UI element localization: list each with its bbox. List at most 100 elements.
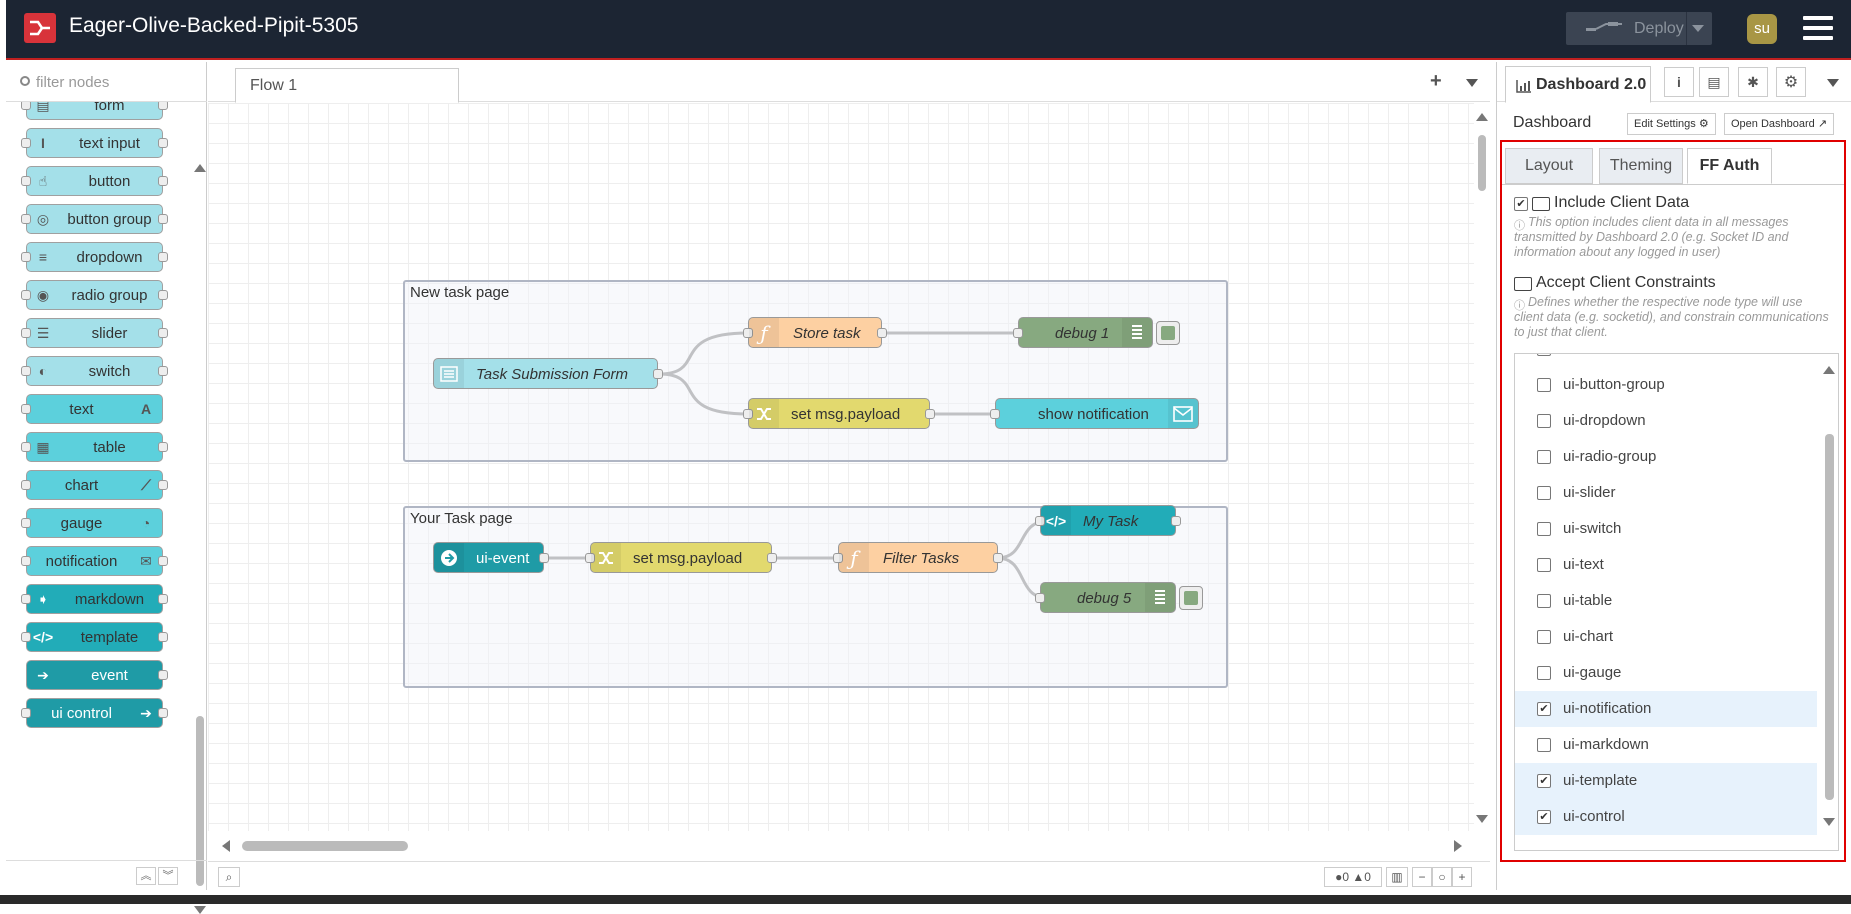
add-flow-icon[interactable]: +	[1430, 70, 1442, 92]
flow-canvas[interactable]: New task page Your Task page Task Submis…	[208, 103, 1474, 831]
deploy-dropdown-chevron-icon[interactable]	[1692, 25, 1704, 32]
expand-all-icon[interactable]: ︾	[158, 867, 178, 885]
palette-node-slider[interactable]: ☰slider	[21, 318, 168, 348]
node-set-msg-payload-1[interactable]: set msg.payload	[743, 398, 935, 429]
input-port[interactable]	[743, 409, 753, 419]
canvas-horizontal-scrollbar[interactable]	[208, 831, 1474, 861]
ui-template-checkbox[interactable]: ✔	[1537, 774, 1551, 788]
tab-layout[interactable]: Layout	[1505, 148, 1593, 184]
output-port[interactable]	[158, 290, 168, 300]
palette-node-switch[interactable]: ◐switch	[21, 356, 168, 386]
list-item[interactable]: ✔ui-control	[1515, 799, 1817, 835]
output-port[interactable]	[158, 708, 168, 718]
output-port[interactable]	[925, 409, 935, 419]
debug-toggle-button[interactable]	[1156, 321, 1180, 345]
tab-dashboard[interactable]: Dashboard 2.0	[1505, 66, 1651, 103]
output-port[interactable]	[158, 632, 168, 642]
input-port[interactable]	[21, 594, 31, 604]
gear-icon[interactable]: ⚙	[1776, 67, 1806, 97]
input-port[interactable]	[21, 632, 31, 642]
output-port[interactable]	[1171, 516, 1181, 526]
scroll-right-icon[interactable]	[1454, 840, 1462, 852]
output-port[interactable]	[158, 442, 168, 452]
ui-switch-checkbox[interactable]	[1537, 522, 1551, 536]
palette-node-button-group[interactable]: ◎button group	[21, 204, 168, 234]
ui-text-checkbox[interactable]	[1537, 558, 1551, 572]
output-port[interactable]	[993, 553, 1003, 563]
output-port[interactable]	[767, 553, 777, 563]
input-port[interactable]	[21, 442, 31, 452]
constraint-list-scroll-thumb[interactable]	[1825, 434, 1834, 800]
palette-node-template[interactable]: </>template	[21, 622, 168, 652]
input-port[interactable]	[990, 409, 1000, 419]
list-item[interactable]: ui-button-group	[1515, 367, 1817, 403]
hamburger-menu-icon[interactable]	[1803, 16, 1833, 40]
tab-ff-auth[interactable]: FF Auth	[1687, 148, 1772, 184]
list-item[interactable]: ui-table	[1515, 583, 1817, 619]
palette-node-chart[interactable]: ⟋chart	[21, 470, 168, 500]
node-my-task[interactable]: </> My Task	[1035, 505, 1181, 536]
palette-search-input[interactable]: filter nodes	[36, 74, 110, 91]
output-port[interactable]	[158, 138, 168, 148]
ui-radio-group-checkbox[interactable]	[1537, 450, 1551, 464]
scroll-up-icon[interactable]	[1823, 366, 1835, 374]
output-port[interactable]	[158, 480, 168, 490]
palette-node-gauge[interactable]: ◔gauge	[21, 508, 163, 538]
input-port[interactable]	[743, 328, 753, 338]
ui-button-group-checkbox[interactable]	[1537, 378, 1551, 392]
output-port[interactable]	[158, 670, 168, 680]
ui-notification-checkbox[interactable]: ✔	[1537, 702, 1551, 716]
node-ui-event[interactable]: ui-event	[433, 542, 549, 573]
zoom-in-icon[interactable]: +	[1452, 867, 1472, 887]
flow-list-chevron-down-icon[interactable]	[1466, 79, 1478, 87]
collapse-all-icon[interactable]: ︽	[136, 867, 156, 885]
list-item[interactable]: ui-text	[1515, 547, 1817, 583]
scroll-left-icon[interactable]	[222, 840, 230, 852]
search-flows-icon[interactable]: ⌕	[218, 867, 240, 887]
palette-scrollbar[interactable]	[194, 164, 206, 914]
open-dashboard-button[interactable]: Open Dashboard ↗	[1724, 113, 1835, 135]
constraint-node-list[interactable]: ui-buttonui-button-groupui-dropdownui-ra…	[1514, 353, 1839, 851]
node-show-notification[interactable]: show notification	[990, 398, 1199, 429]
input-port[interactable]	[21, 480, 31, 490]
output-port[interactable]	[158, 176, 168, 186]
status-counts[interactable]: ●0 ▲0	[1324, 867, 1382, 887]
input-port[interactable]	[21, 556, 31, 566]
list-item[interactable]: ui-switch	[1515, 511, 1817, 547]
palette-node-radio-group[interactable]: ◉radio group	[21, 280, 168, 310]
input-port[interactable]	[1035, 593, 1045, 603]
output-port[interactable]	[158, 252, 168, 262]
input-port[interactable]	[21, 252, 31, 262]
ui-button-checkbox[interactable]	[1537, 354, 1551, 356]
palette-node-button[interactable]: ☝button	[21, 166, 168, 196]
output-port[interactable]	[158, 556, 168, 566]
list-item[interactable]: ui-markdown	[1515, 727, 1817, 763]
palette-node-event[interactable]: ➔event	[26, 660, 168, 690]
scroll-down-icon[interactable]	[194, 906, 206, 914]
input-port[interactable]	[21, 176, 31, 186]
node-set-msg-payload-2[interactable]: set msg.payload	[585, 542, 777, 573]
info-icon[interactable]: i	[1664, 67, 1694, 97]
palette-node-table[interactable]: ▦table	[21, 432, 168, 462]
tab-flow-1[interactable]: Flow 1	[235, 68, 459, 103]
palette-scroll-thumb[interactable]	[196, 716, 204, 886]
tab-theming[interactable]: Theming	[1599, 148, 1683, 184]
palette-node-ui-control[interactable]: ➔ui control	[21, 698, 168, 728]
output-port[interactable]	[539, 553, 549, 563]
list-item[interactable]: ui-slider	[1515, 475, 1817, 511]
output-port[interactable]	[653, 369, 663, 379]
output-port[interactable]	[158, 102, 168, 110]
output-port[interactable]	[158, 328, 168, 338]
node-debug-5[interactable]: debug 5	[1035, 582, 1203, 613]
bug-icon[interactable]: ✱	[1738, 67, 1768, 97]
input-port[interactable]	[1035, 516, 1045, 526]
debug-toggle-button[interactable]	[1179, 586, 1203, 610]
list-item[interactable]: ui-dropdown	[1515, 403, 1817, 439]
list-item[interactable]: ui-chart	[1515, 619, 1817, 655]
palette-node-form[interactable]: ▤form	[21, 102, 168, 120]
canvas-hscroll-thumb[interactable]	[242, 841, 408, 851]
output-port[interactable]	[877, 328, 887, 338]
canvas-vertical-scrollbar[interactable]	[1474, 103, 1490, 831]
